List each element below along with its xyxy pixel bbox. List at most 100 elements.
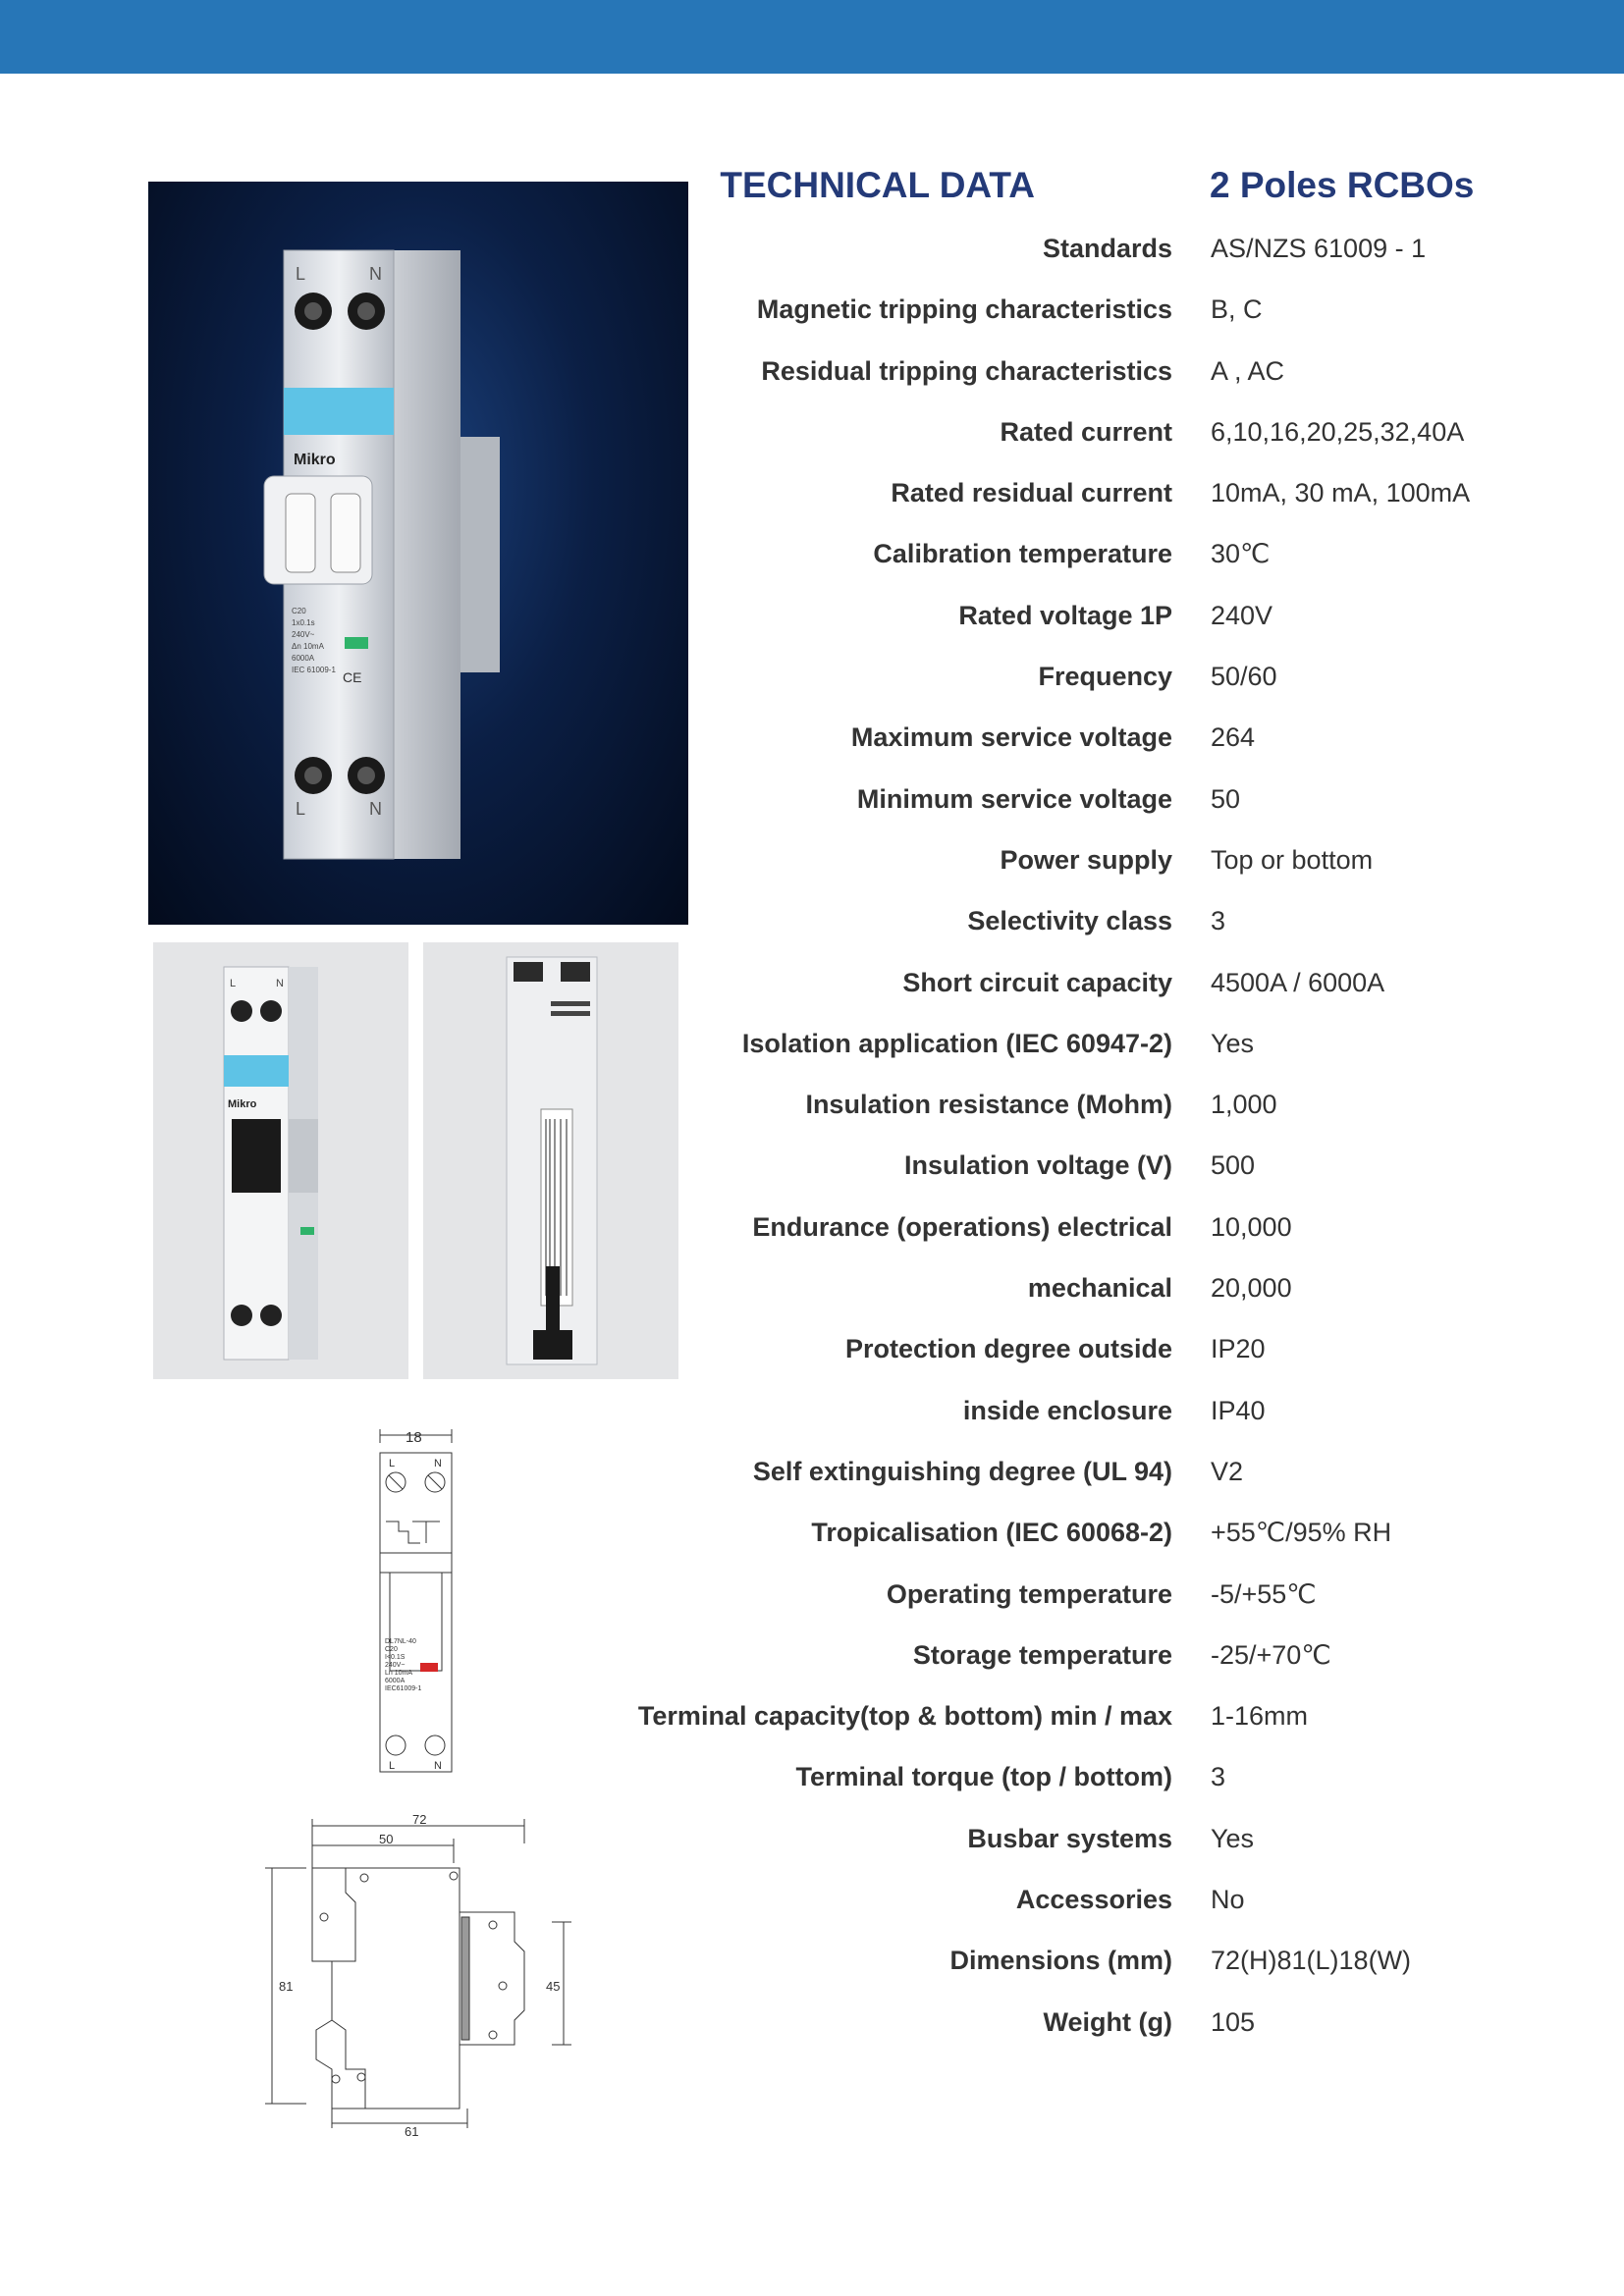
dim-width-18: 18 (406, 1429, 422, 1446)
front-label-line: DL7NL-40 (385, 1638, 416, 1645)
spec-label: Insulation voltage (V) (903, 1150, 1172, 1181)
front-label-line: 6000A (385, 1678, 406, 1684)
spec-value: 10,000 (1211, 1211, 1292, 1242)
spec-label: Selectivity class (967, 906, 1172, 936)
spec-row: Dimensions (mm) 72(H)81(L)18(W) (589, 1946, 1571, 2006)
spec-row: Rated residual current 10mA, 30 mA, 100mA (589, 478, 1571, 539)
front-label-line: IEC61009-1 (385, 1685, 421, 1692)
spec-row: Weight (g) 105 (589, 2007, 1571, 2068)
spec-value: 3 (1211, 906, 1226, 936)
spec-label: Self extinguishing degree (UL 94) (752, 1456, 1172, 1486)
spec-value: No (1211, 1885, 1245, 1915)
spec-label: Rated current (1000, 416, 1172, 447)
spec-row: Self extinguishing degree (UL 94) V2 (589, 1457, 1571, 1518)
dim-45: 45 (546, 1979, 560, 1994)
spec-row: Insulation resistance (Mohm)1,000 (589, 1090, 1571, 1150)
spec-value: 6,10,16,20,25,32,40A (1211, 416, 1465, 447)
spec-value: 30℃ (1211, 539, 1271, 569)
spec-value: V2 (1211, 1456, 1244, 1486)
spec-row: Standards AS/NZS 61009 - 1 (589, 234, 1571, 294)
spec-value: 10mA, 30 mA, 100mA (1211, 478, 1471, 508)
spec-value: 72(H)81(L)18(W) (1211, 1946, 1412, 1976)
header-bar (0, 0, 1624, 74)
spec-label: Accessories (1015, 1885, 1172, 1915)
dim-81: 81 (279, 1979, 293, 1994)
spec-value: +55℃/95% RH (1211, 1518, 1392, 1548)
spec-value: 1-16mm (1211, 1701, 1309, 1732)
spec-label: Busbar systems (967, 1823, 1172, 1853)
spec-value: AS/NZS 61009 - 1 (1211, 234, 1427, 263)
spec-value: IP20 (1211, 1334, 1266, 1364)
brand-label: Mikro (294, 452, 336, 468)
spec-label: Dimensions (mm) (949, 1946, 1172, 1976)
svg-text:N: N (276, 978, 284, 989)
product-photo-front-small: L N Mikro (153, 942, 408, 1379)
spec-label: Rated residual current (891, 478, 1172, 508)
spec-value: 105 (1211, 2006, 1256, 2037)
spec-row: Rated current 6,10,16,20,25,32,40A (589, 417, 1571, 478)
dim-50: 50 (379, 1832, 393, 1846)
spec-value: Yes (1211, 1028, 1255, 1058)
spec-label: Frequency (1038, 662, 1172, 692)
spec-value: B, C (1211, 294, 1263, 325)
spec-label: Short circuit capacity (902, 967, 1172, 997)
terminal-n-bottom: N (369, 799, 382, 819)
spec-row: Frequency 50/60 (589, 662, 1571, 722)
spec-value: 50 (1211, 783, 1241, 814)
front-label-line: C20 (385, 1646, 398, 1653)
spec-row: Selectivity class 3 (589, 906, 1571, 967)
product-label-line: 240V~ (292, 630, 315, 639)
terminal-l-bottom: L (296, 799, 305, 819)
spec-value: 264 (1211, 722, 1256, 753)
spec-label: Maximum service voltage (850, 722, 1172, 753)
spec-label: inside enclosure (962, 1395, 1172, 1425)
front-terminal-l: L (389, 1458, 395, 1469)
spec-value: IP40 (1211, 1395, 1266, 1425)
product-label-line: IEC 61009-1 (292, 666, 336, 674)
product-photo-side-small (423, 942, 678, 1379)
spec-label: mechanical (1027, 1273, 1172, 1304)
spec-label: Isolation application (IEC 60947-2) (741, 1028, 1172, 1058)
spec-value: 50/60 (1211, 662, 1277, 692)
spec-label: Power supply (1000, 844, 1172, 875)
svg-text:L: L (230, 978, 236, 989)
front-label-line: 240V~ (385, 1662, 405, 1669)
svg-text:Mikro: Mikro (228, 1098, 257, 1110)
spec-label: Weight (g) (1043, 2006, 1172, 2037)
spec-label: Rated voltage 1P (958, 600, 1172, 630)
spec-row: mechanical 20,000 (589, 1273, 1571, 1334)
spec-row: inside enclosure IP40 (589, 1396, 1571, 1457)
page-title: TECHNICAL DATA 2 Poles RCBOs (720, 165, 1487, 214)
spec-row: Accessories No (589, 1885, 1571, 1946)
title-technical-data: TECHNICAL DATA (720, 165, 1035, 205)
spec-row: Operating temperature-5/+55℃ (589, 1579, 1571, 1640)
rcbo-side-small-illustration (506, 956, 598, 1365)
spec-value: 240V (1211, 600, 1273, 630)
spec-row: Magnetic tripping characteristics B, C (589, 294, 1571, 355)
product-label-line: Δn 10mA (292, 642, 325, 651)
side-dimension-drawing: 72 50 81 45 61 (265, 1812, 571, 2139)
spec-value: A , AC (1211, 355, 1285, 386)
spec-row: Maximum service voltage 264 (589, 722, 1571, 783)
spec-value: 20,000 (1211, 1273, 1292, 1304)
product-label-line: 1x0.1s (292, 618, 315, 627)
terminal-n-top: N (369, 264, 382, 284)
product-label-line: C20 (292, 607, 306, 615)
title-product: 2 Poles RCBOs (1210, 165, 1475, 205)
spec-label: Magnetic tripping characteristics (756, 294, 1172, 325)
spec-label: Tropicalisation (IEC 60068-2) (811, 1518, 1172, 1548)
spec-value: 3 (1211, 1762, 1226, 1792)
spec-row: Insulation voltage (V)500 (589, 1150, 1571, 1211)
spec-row: Tropicalisation (IEC 60068-2) +55℃/95% RH (589, 1518, 1571, 1578)
front-label-line: I<0.1S (385, 1654, 406, 1661)
spec-value: -5/+55℃ (1211, 1578, 1317, 1609)
spec-label: Standards (1042, 234, 1172, 263)
